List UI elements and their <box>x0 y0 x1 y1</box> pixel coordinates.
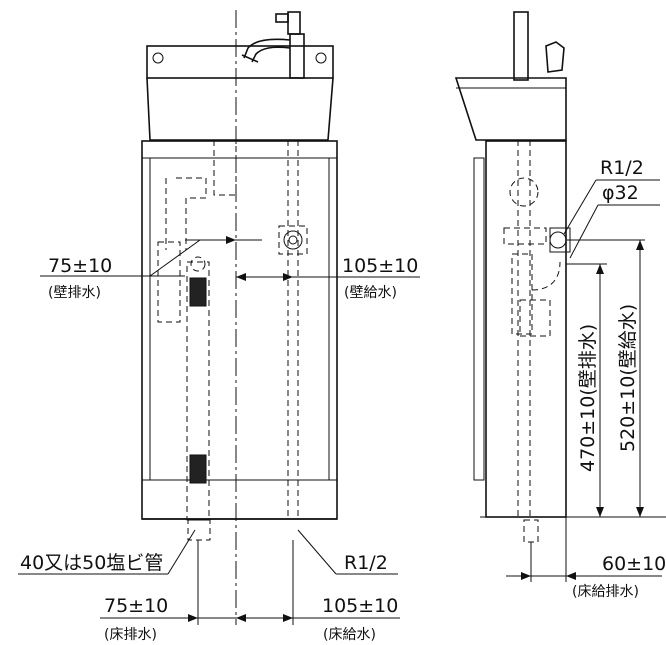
floor-drain-value: 75±10 <box>104 595 168 617</box>
dim-wall-drain: 75±10 (壁排水) <box>40 236 262 301</box>
front-view: 75±10 (壁排水) 105±10 (壁給水) 40又は50塩ビ管 R1/2 <box>18 10 420 643</box>
floor-supply-note: (床給水) <box>323 627 376 643</box>
dim-floor-supply: 105±10 (床給水) <box>236 540 400 643</box>
faucet-side <box>513 11 565 81</box>
floor-offset-value: 60±10 <box>602 553 666 575</box>
faucet <box>241 11 305 79</box>
wall-supply-note: (壁給水) <box>344 285 397 301</box>
dim-floor-offset: 60±10 (床給排水) <box>506 517 666 600</box>
basin-side <box>454 77 567 141</box>
diameter-note: φ32 <box>602 182 639 204</box>
wall-supply-value: 105±10 <box>342 255 418 277</box>
side-piping <box>503 140 571 543</box>
thread-note-side-leader: R1/2 <box>563 157 660 235</box>
cabinet <box>141 140 338 520</box>
dim-supply-height: 520±10(壁給水) <box>617 240 644 517</box>
dim-floor-drain: 75±10 (床排水) <box>100 540 246 643</box>
basin <box>146 45 334 141</box>
dim-wall-supply: 105±10 (壁給水) <box>236 255 420 301</box>
floor-supply-value: 105±10 <box>322 595 398 617</box>
diameter-note-leader: φ32 <box>569 182 660 259</box>
pipe-note-leader: 40又は50塩ビ管 <box>18 529 196 575</box>
pipe-note: 40又は50塩ビ管 <box>20 552 163 574</box>
supply-height: 520±10(壁給水) <box>617 304 639 452</box>
hidden-piping <box>157 140 308 541</box>
thread-note-side: R1/2 <box>600 157 644 179</box>
floor-offset-note: (床給排水) <box>572 584 639 600</box>
floor-drain-note: (床排水) <box>104 627 157 643</box>
thread-note-front: R1/2 <box>344 552 388 574</box>
side-view: R1/2 φ32 470±10(壁排水) 520±10(壁給水) <box>454 11 666 600</box>
wall-drain-value: 75±10 <box>48 255 112 277</box>
cabinet-side <box>473 140 666 518</box>
wall-drain-note: (壁排水) <box>48 285 101 301</box>
drain-height: 470±10(壁排水) <box>577 324 599 472</box>
thread-note-front-leader: R1/2 <box>297 529 398 575</box>
dim-drain-height: 470±10(壁排水) <box>577 264 604 517</box>
